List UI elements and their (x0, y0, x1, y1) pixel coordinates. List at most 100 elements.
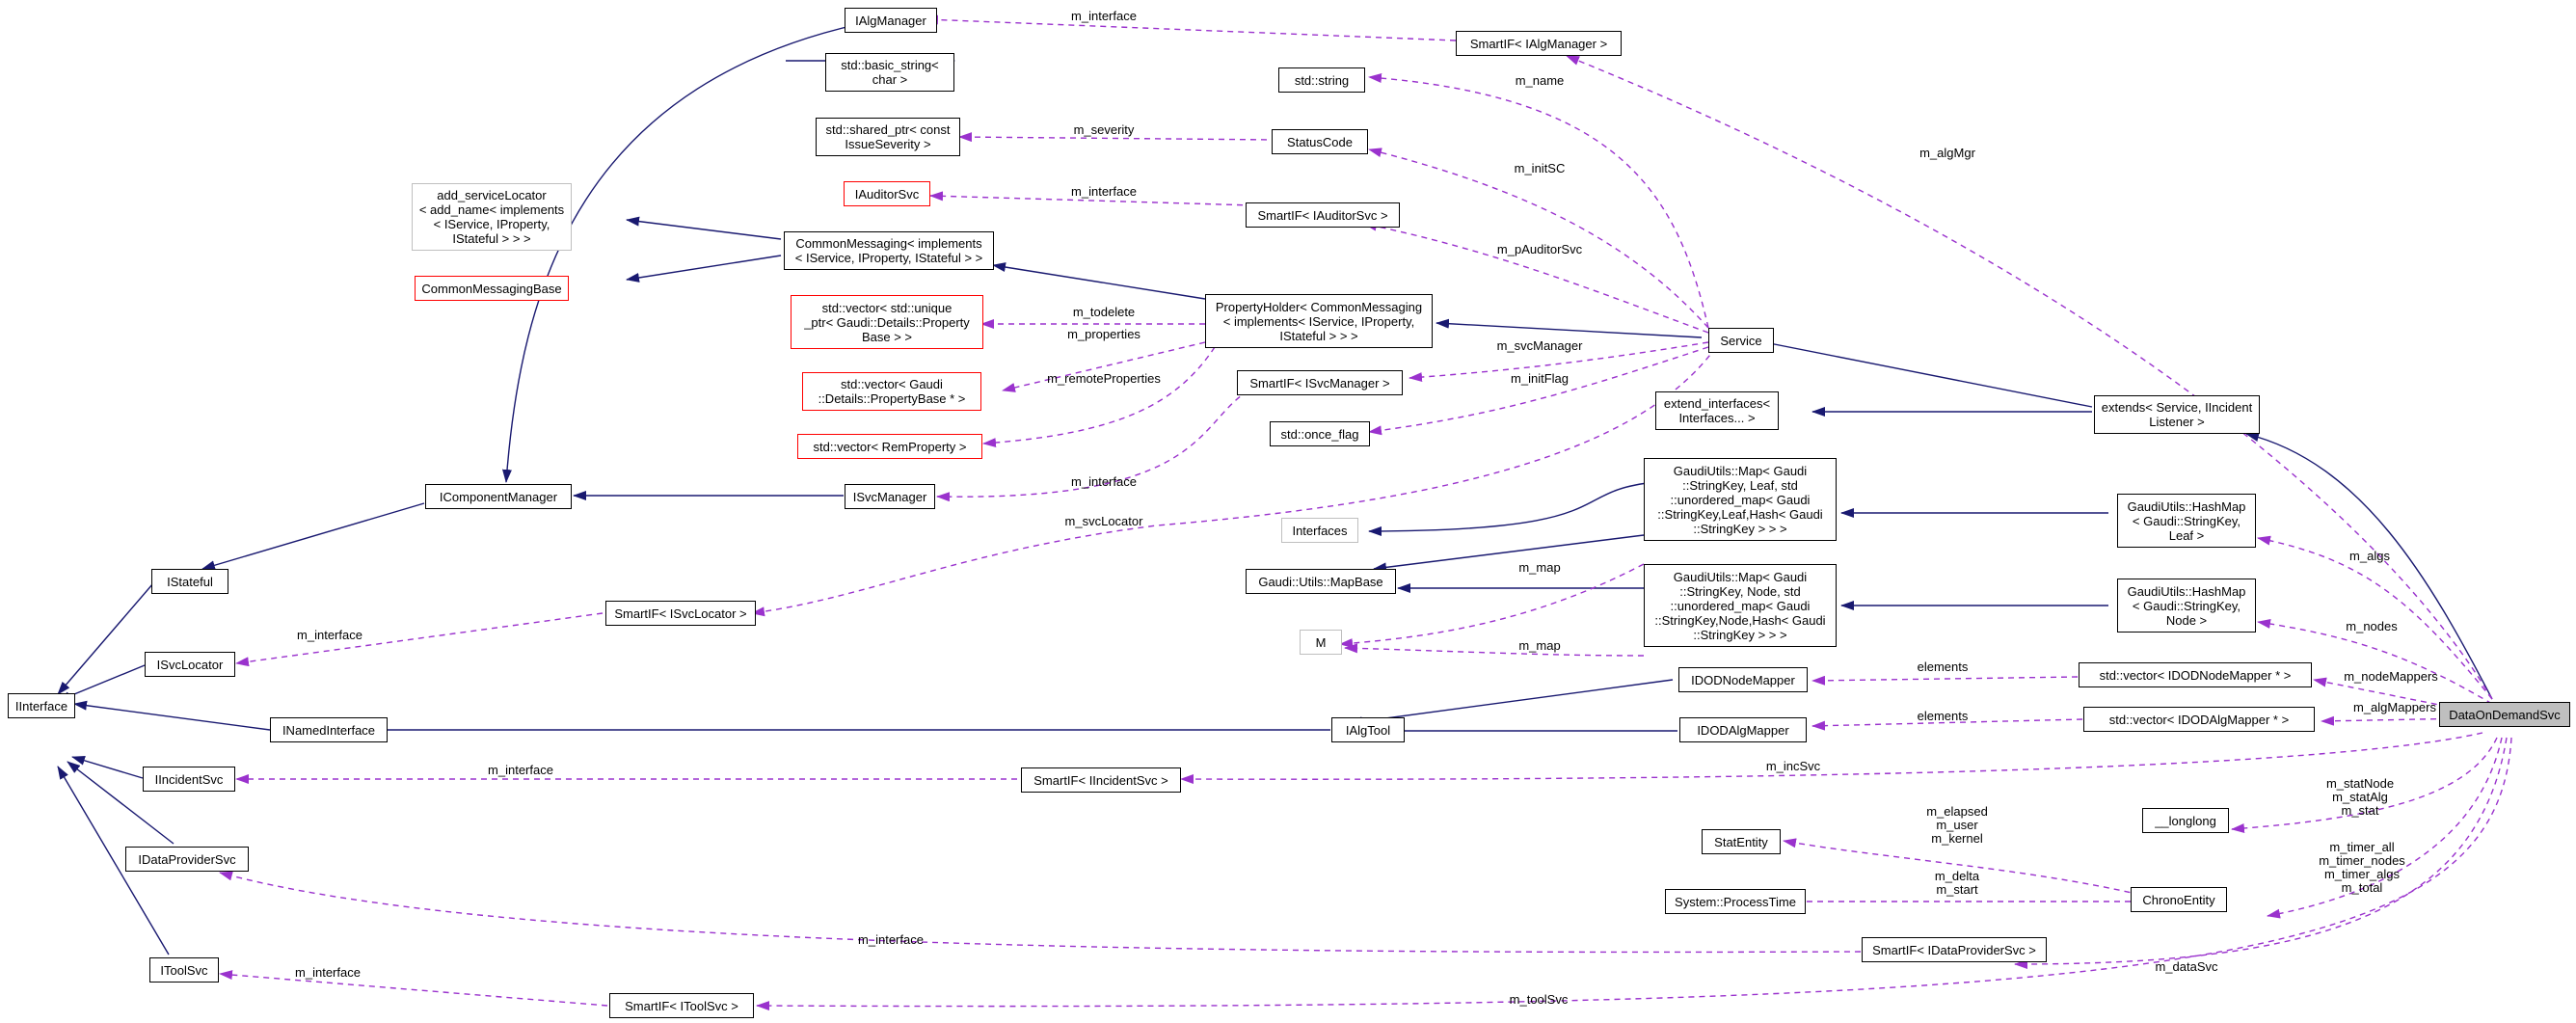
inherit-edge (992, 262, 1206, 300)
node-std-string[interactable]: std::string (1278, 67, 1365, 93)
inherit-edge (57, 766, 170, 956)
node-IComponentManager[interactable]: IComponentManager (425, 484, 572, 509)
node-GaudiUtils-Map-Leaf[interactable]: GaudiUtils::Map< Gaudi ::StringKey, Leaf… (1644, 458, 1837, 541)
node-DataOnDemandSvc[interactable]: DataOnDemandSvc (2439, 702, 2570, 727)
usage-edge (1002, 341, 1206, 392)
node-SmartIF-IAuditorSvc[interactable]: SmartIF< IAuditorSvc > (1246, 202, 1400, 228)
edge-label-elements-alg: elements (1917, 709, 1969, 723)
node-HashMap-Node[interactable]: GaudiUtils::HashMap < Gaudi::StringKey, … (2117, 579, 2256, 633)
usage-edge (1339, 563, 1645, 649)
node-Gaudi-Utils-MapBase[interactable]: Gaudi::Utils::MapBase (1246, 569, 1396, 594)
node-IAuditorSvc[interactable]: IAuditorSvc (844, 181, 930, 206)
node-vector-PropertyBase[interactable]: std::vector< Gaudi ::Details::PropertyBa… (802, 372, 981, 411)
inherit-edge (73, 700, 271, 731)
edge-label-m-name: m_name (1515, 73, 1565, 88)
node-SmartIF-IDataProviderSvc[interactable]: SmartIF< IDataProviderSvc > (1862, 937, 2047, 962)
usage-edge (1368, 346, 1709, 436)
node-ChronoEntity[interactable]: ChronoEntity (2131, 887, 2227, 912)
node-vector-RemProperty[interactable]: std::vector< RemProperty > (797, 434, 982, 459)
node-System-ProcessTime[interactable]: System::ProcessTime (1665, 889, 1806, 914)
edge-label-m-severity: m_severity (1073, 122, 1135, 137)
node-IStateful[interactable]: IStateful (151, 569, 228, 594)
node-GaudiUtils-Map-Node[interactable]: GaudiUtils::Map< Gaudi ::StringKey, Node… (1644, 564, 1837, 647)
edge-label-m-nodes: m_nodes (2346, 619, 2398, 633)
usage-edge (1811, 718, 2083, 731)
node-IAlgManager[interactable]: IAlgManager (845, 8, 937, 33)
usage-edge (1363, 221, 1709, 334)
usage-edge (751, 346, 1717, 617)
edge-label-m-interface: m_interface (1071, 9, 1137, 23)
node-Service[interactable]: Service (1708, 328, 1774, 353)
node-std-basic-string[interactable]: std::basic_string< char > (825, 53, 954, 92)
node-std-once-flag[interactable]: std::once_flag (1270, 421, 1370, 446)
node-vector-unique-ptr[interactable]: std::vector< std::unique _ptr< Gaudi::De… (791, 295, 983, 349)
node-IDODNodeMapper[interactable]: IDODNodeMapper (1678, 667, 1808, 692)
edge-label-m-interface-svcmgr: m_interface (1071, 474, 1137, 489)
inherit-edge (1436, 318, 1703, 338)
node-IToolSvc[interactable]: IToolSvc (149, 957, 219, 983)
edge-label-m-toolSvc: m_toolSvc (1509, 992, 1569, 1007)
inherit-edge (626, 255, 782, 283)
inherit-edge (626, 216, 782, 240)
node-IDataProviderSvc[interactable]: IDataProviderSvc (125, 847, 249, 872)
inherit-edge (1349, 679, 1674, 727)
node-HashMap-Leaf[interactable]: GaudiUtils::HashMap < Gaudi::StringKey, … (2117, 494, 2256, 548)
node-IInterface[interactable]: IInterface (8, 693, 75, 718)
usage-edge (756, 737, 2512, 1011)
edge-label-m-initFlag: m_initFlag (1511, 371, 1569, 386)
node-SmartIF-IIncidentSvc[interactable]: SmartIF< IIncidentSvc > (1021, 767, 1181, 793)
node-SmartIF-IToolSvc[interactable]: SmartIF< IToolSvc > (609, 993, 754, 1018)
node-vector-IDODAlgMapper[interactable]: std::vector< IDODAlgMapper * > (2083, 707, 2315, 732)
node-CommonMessaging[interactable]: CommonMessaging< implements < IService, … (784, 231, 994, 270)
node-IAlgTool[interactable]: IAlgTool (1331, 717, 1405, 742)
inherit-edge (67, 761, 174, 845)
node-SmartIF-IAlgManager[interactable]: SmartIF< IAlgManager > (1456, 31, 1622, 56)
edge-label-m-svcManager: m_svcManager (1496, 338, 1583, 353)
usage-edge (936, 390, 1249, 502)
node-CommonMessagingBase[interactable]: CommonMessagingBase (415, 276, 569, 301)
edge-label-m-nodeMappers: m_nodeMappers (2344, 669, 2438, 684)
edge-label-m-interface-toolsvc: m_interface (295, 965, 361, 980)
usage-edge (929, 191, 1254, 206)
inherit-edge (57, 576, 160, 695)
node-ISvcLocator[interactable]: ISvcLocator (145, 652, 235, 677)
node-SmartIF-ISvcLocator[interactable]: SmartIF< ISvcLocator > (605, 601, 756, 626)
edge-label-m-interface-svcloc: m_interface (297, 628, 362, 642)
node-Interfaces[interactable]: Interfaces (1281, 518, 1358, 543)
usage-edge (1368, 73, 1709, 329)
edge-label-m-algs: m_algs (2349, 549, 2390, 563)
edge-label-m-incSvc: m_incSvc (1765, 759, 1821, 773)
node-extends-Service[interactable]: extends< Service, IIncident Listener > (2094, 395, 2260, 434)
node-extend-interfaces[interactable]: extend_interfaces< Interfaces... > (1655, 391, 1779, 430)
inherit-edge (1739, 335, 2093, 408)
node-std-shared-ptr[interactable]: std::shared_ptr< const IssueSeverity > (816, 118, 960, 156)
node-PropertyHolder[interactable]: PropertyHolder< CommonMessaging < implem… (1205, 294, 1433, 348)
usage-edge (1344, 643, 1645, 657)
usage-edge (2267, 737, 2503, 919)
node-IDODAlgMapper[interactable]: IDODAlgMapper (1679, 717, 1807, 742)
node-StatEntity[interactable]: StatEntity (1702, 829, 1781, 854)
usage-edge (2014, 737, 2508, 969)
node-M[interactable]: M (1300, 630, 1342, 655)
node-IIncidentSvc[interactable]: IIncidentSvc (143, 767, 235, 792)
edge-label-m-algMappers: m_algMappers (2353, 700, 2436, 714)
inherit-edge (1368, 481, 1656, 536)
edge-label-m-delta-group: m_delta m_start (1934, 869, 1980, 897)
usage-edge (1811, 675, 2079, 686)
node-add-serviceLocator[interactable]: add_serviceLocator < add_name< implement… (412, 183, 572, 251)
node-vector-IDODNodeMapper[interactable]: std::vector< IDODNodeMapper * > (2079, 662, 2312, 687)
node-StatusCode[interactable]: StatusCode (1272, 129, 1368, 154)
inherit-edge (1373, 534, 1645, 573)
edge-label-m-map-leaf: m_map (1518, 560, 1561, 575)
edge-label-m-algMgr: m_algMgr (1919, 146, 1975, 160)
node-INamedInterface[interactable]: INamedInterface (270, 717, 388, 742)
node-ISvcManager[interactable]: ISvcManager (845, 484, 935, 509)
edge-label-m-svcLocator: m_svcLocator (1064, 514, 1143, 528)
node-SmartIF-ISvcManager[interactable]: SmartIF< ISvcManager > (1237, 370, 1403, 395)
edge-label-m-map-node: m_map (1518, 638, 1561, 653)
usage-edge (982, 346, 1216, 448)
edge-label-m-timer-group: m_timer_all m_timer_nodes m_timer_algs m… (2319, 840, 2405, 895)
usage-edge (1368, 148, 1709, 329)
node-longlong[interactable]: __longlong (2142, 808, 2229, 833)
edge-label-m-remoteProperties: m_remoteProperties (1047, 371, 1161, 386)
